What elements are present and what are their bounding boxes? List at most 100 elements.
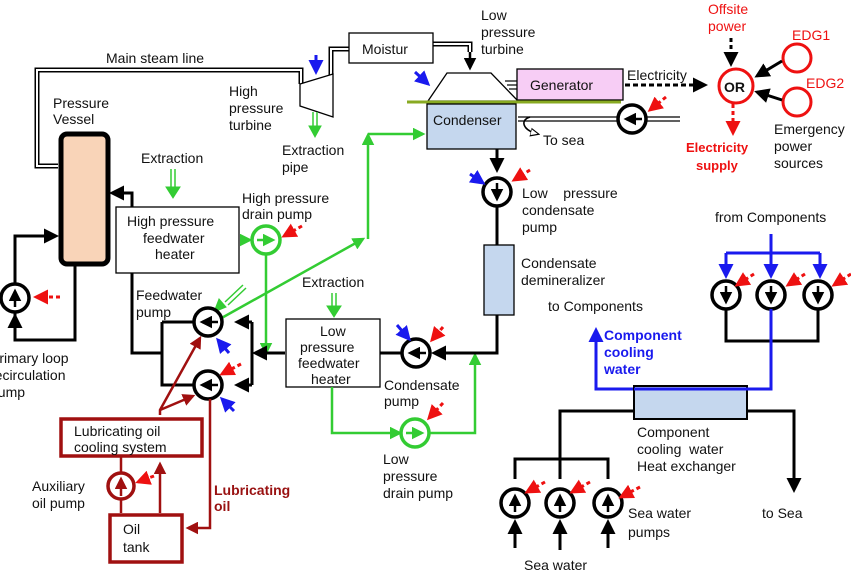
lp-turbine-label-1: Low [481,7,508,23]
edg1-label: EDG1 [792,27,830,43]
generator [516,68,624,101]
lp-drain-pump-label-3: drain pump [383,485,453,501]
pressure-vessel-label-1: Pressure [53,95,109,111]
hp-drain-pump [250,224,282,256]
condenser-label: Condenser [433,112,502,128]
power-arrow-icon [281,223,303,238]
condensate-pump [400,337,432,369]
lubricating-oil-label-1: Lubricating [214,482,290,498]
hp-feedwater-heater [115,206,240,274]
auxiliary-oil-pump [106,471,136,501]
ccw-pump-2 [755,279,787,311]
pressure-vessel-label-2: Vessel [53,111,94,127]
hp-heater-label-1: High pressure [127,213,214,229]
power-arrow-icon [785,272,806,287]
extraction-pipe-label-1: Extraction [282,142,344,158]
sea-water-pumps-label-1: Sea water [628,505,691,521]
electricity-label: Electricity [627,67,687,83]
extraction-mid-label: Extraction [302,274,364,290]
condensate-pump-label-2: pump [384,393,419,409]
sea-water-pump-3 [592,487,624,519]
hp-heater-to-vessel [109,185,134,207]
sea-water-label: Sea water [524,557,587,573]
extraction-arrow-mid [326,293,342,318]
primary-loop-label-3: pump [0,384,25,400]
extraction-pipe-label-2: pipe [282,159,309,175]
ccw-heat-exchanger [633,385,748,420]
feedwater-pump-label-2: pump [136,304,171,320]
lubricating-oil-cooling-system [59,417,204,458]
lp-drain-pump [399,417,431,449]
edg2-label: EDG2 [806,75,844,91]
condensate-demineralizer [483,244,515,316]
power-arrow-icon [219,361,242,376]
or-gate-label: OR [724,79,745,95]
emergency-power-label-2: power [774,138,812,154]
offsite-power-label-1: Offsite [708,1,748,17]
power-arrow-icon [618,484,641,499]
low-pressure-turbine [426,72,520,102]
main-steam-line-label: Main steam line [106,50,204,66]
to-sea-condenser-label: To sea [543,132,584,148]
maintenance-arrow-icon [219,396,236,413]
lp-condensate-pump-label-3: pump [522,219,557,235]
moisture-separator-label: Moistur [362,41,408,57]
sea-water-piping [507,409,802,550]
primary-loop-recirculation-pump [0,282,31,314]
high-pressure-turbine [299,73,334,118]
edg2-line [754,88,783,103]
ccw-label-1: Component [604,327,682,343]
ccw-pump-3 [802,279,834,311]
lp-condensate-pump-label-2: condensate [522,202,595,218]
power-arrow-icon [511,167,531,182]
hp-drain-pump-label-1: High pressure [242,190,329,206]
emergency-power-label-3: sources [774,155,823,171]
demineralizer-label-1: Condensate [521,255,597,271]
heat-exchanger-label-2: cooling water [637,441,724,457]
to-components-label: to Components [548,298,643,314]
power-arrow-icon [569,479,591,494]
heat-exchanger-label-3: Heat exchanger [637,458,736,474]
primary-loop-label-2: recirculation [0,367,65,383]
condenser [426,103,517,150]
condensate-pump-label-1: Condensate [384,377,460,393]
extraction-pipe [308,112,322,139]
offsite-power-label-2: power [708,18,746,34]
power-arrow-icon [426,401,445,421]
ccw-return-line [718,234,828,279]
edg2-generator [781,86,813,118]
demineralizer-label-2: demineralizer [521,272,605,288]
heat-exchanger-label-1: Component [637,424,709,440]
oil-tank-label-2: tank [123,539,150,555]
condenser-sea-water-line [518,116,680,134]
hp-heater-label-2: feedwater [143,230,205,246]
main-steam-line [34,41,473,169]
hp-heater-label-3: heater [155,246,195,262]
power-arrow-icon [135,470,155,485]
lp-turbine-label-2: pressure [481,24,536,40]
extraction-top-label: Extraction [141,150,203,166]
edg1-generator [781,42,813,74]
maintenance-arrow-icon [413,70,431,87]
power-arrow-icon [734,272,755,287]
sea-water-pump-1 [499,487,531,519]
circulating-water-pump [616,103,648,135]
feedwater-piping [130,273,285,393]
electricity-supply-label-2: supply [696,158,739,173]
lp-drain-pump-label-1: Low [383,451,410,467]
hp-drain-pump-label-2: drain pump [242,206,312,222]
power-arrow-icon [831,272,851,287]
pressure-vessel [58,131,111,267]
feedwater-pump-label-1: Feedwater [136,287,202,303]
oil-tank [108,513,184,564]
power-arrow-icon [647,95,667,112]
lubricating-oil-label-2: oil [214,498,230,514]
feedwater-to-condenser-line [217,237,366,322]
generator-label: Generator [530,77,593,93]
emergency-power-label-1: Emergency [774,121,845,137]
ccw-label-3: water [603,361,641,377]
aux-oil-pump-label-2: oil pump [32,495,85,511]
lp-condensate-pump [481,176,513,208]
lp-heater-label-1: Low [320,323,347,339]
